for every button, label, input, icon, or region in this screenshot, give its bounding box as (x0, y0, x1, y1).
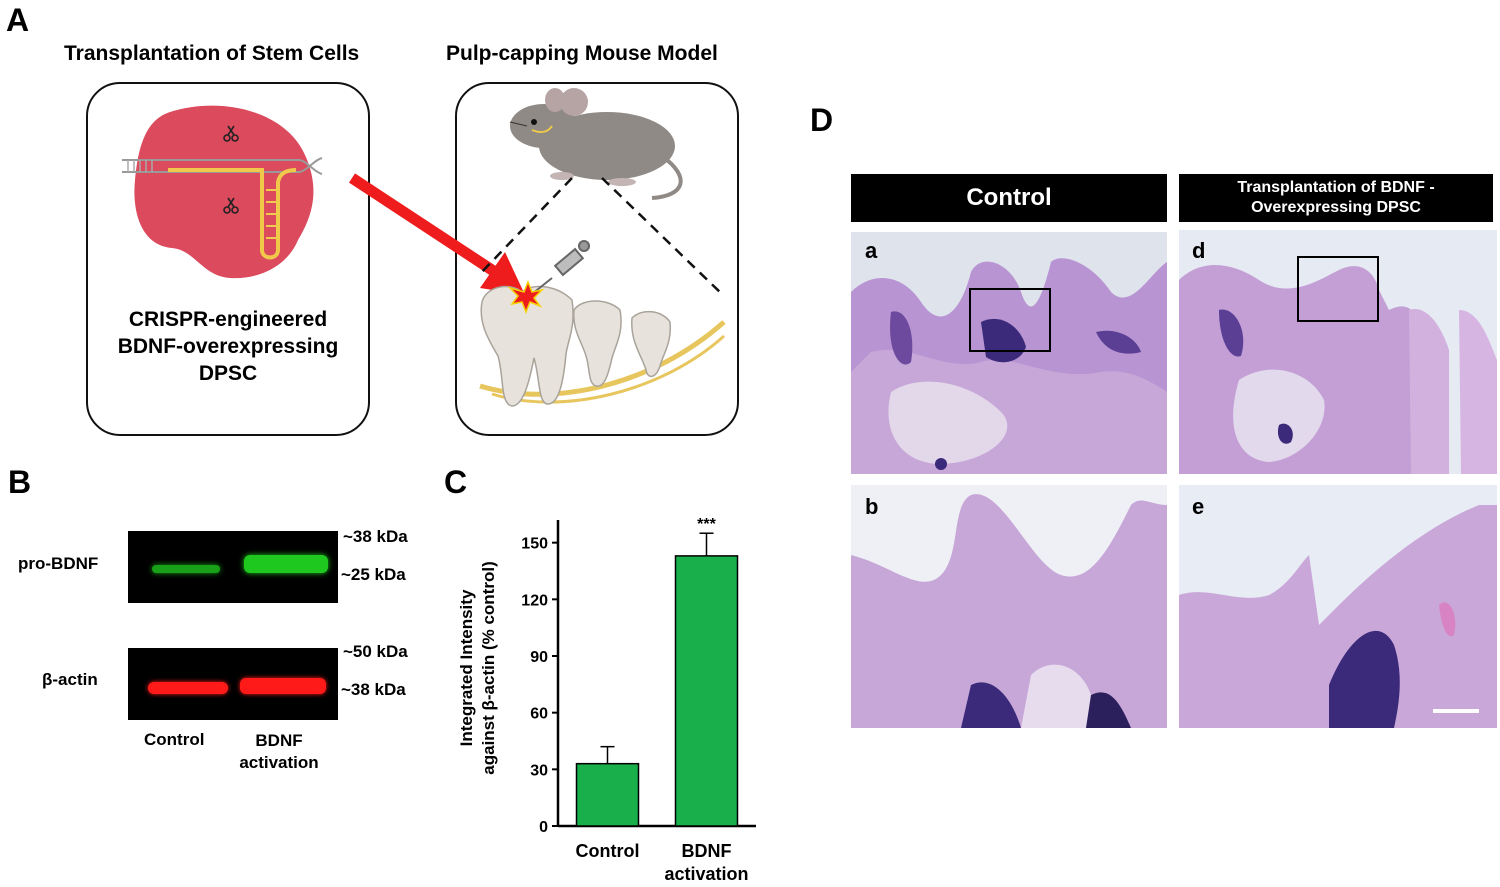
marker-38-bottom: ~38 kDa (341, 680, 406, 699)
injury-burst-icon (507, 279, 545, 315)
bar-chart-c: Integrated Intensity against β-actin (% … (457, 516, 756, 884)
sub-label-d: d (1192, 238, 1206, 263)
panel-letter-b: B (8, 464, 32, 500)
scale-bar (1433, 709, 1479, 713)
y-axis-label: Integrated Intensity against β-actin (% … (457, 561, 498, 774)
bar (575, 762, 640, 827)
marker-38-top: ~38 kDa (343, 527, 408, 546)
roi-box-a (969, 288, 1051, 352)
y-axis-label-line1: Integrated Intensity (457, 589, 476, 746)
y-tick-label: 150 (521, 536, 548, 553)
marker-25: ~25 kDa (341, 565, 406, 584)
y-tick-label: 30 (530, 762, 548, 779)
scissors-icon-lower (223, 197, 239, 214)
bar (674, 555, 739, 827)
y-tick-label: 0 (539, 819, 548, 836)
panel-letter-a: A (6, 2, 30, 38)
crispr-cell-illustration (122, 105, 323, 279)
y-tick-label: 90 (530, 649, 548, 666)
guide-rna (168, 168, 297, 260)
x-category-label: activation (664, 864, 748, 884)
pro-bdnf-band-bdnf (244, 555, 328, 573)
mouse-model-illustration (477, 88, 726, 407)
beta-actin-band-control (148, 682, 228, 694)
pro-bdnf-band-control (152, 565, 220, 573)
micrograph-a (851, 232, 1167, 474)
beta-actin-band-bdnf (240, 678, 326, 694)
significance-annotation: *** (697, 516, 716, 533)
x-category-label: Control (576, 841, 640, 861)
lane-label-bdnf: BDNF activation (239, 731, 319, 772)
y-axis-label-line2: against β-actin (% control) (479, 561, 498, 774)
sub-label-a: a (865, 238, 878, 263)
transplant-arrow (348, 173, 525, 295)
sub-label-e: e (1192, 494, 1205, 519)
y-tick-label: 60 (530, 706, 548, 723)
blot-row1-label: pro-BDNF (18, 554, 99, 573)
x-category-label: BDNF (682, 841, 732, 861)
panel-a-right-title: Pulp-capping Mouse Model (446, 42, 718, 65)
scissors-icon (223, 125, 239, 142)
syringe-icon (531, 240, 590, 295)
western-blot-pro-bdnf (128, 531, 338, 603)
sub-label-b: b (865, 494, 879, 519)
panel-letter-d: D (810, 102, 834, 138)
mouse-icon (509, 88, 683, 200)
western-blot-beta-actin (128, 648, 338, 720)
blot-row2-label: β-actin (42, 670, 98, 689)
roi-box-d (1297, 256, 1379, 322)
micrograph-b (851, 485, 1167, 728)
panel-a-left-title: Transplantation of Stem Cells (64, 42, 360, 65)
teeth-icon (480, 285, 672, 407)
column-header-control: Control (851, 174, 1167, 222)
micrograph-e (1179, 485, 1497, 728)
lane-label-control: Control (144, 730, 205, 749)
column-header-bdnf: Transplantation of BDNF - Overexpressing… (1179, 174, 1493, 222)
y-tick-label: 120 (521, 592, 548, 609)
cell-body (134, 105, 314, 279)
cell-label: CRISPR-engineered BDNF-overexpressing DP… (117, 308, 339, 385)
marker-50: ~50 kDa (343, 642, 408, 661)
micrograph-d (1179, 230, 1497, 474)
panel-letter-c: C (444, 464, 468, 500)
